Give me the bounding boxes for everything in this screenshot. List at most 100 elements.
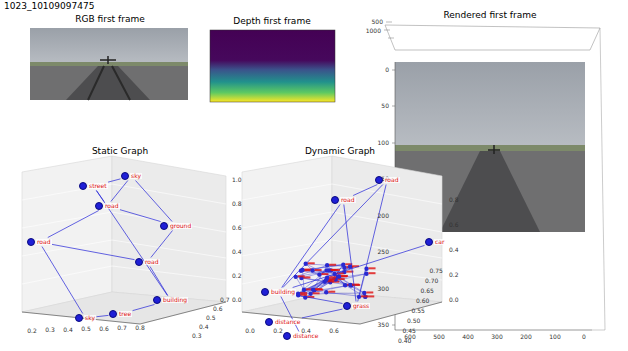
node-dot [153,296,161,304]
axis-tick: 300 [378,286,389,293]
axis-tick: 300 [491,334,502,341]
cluster-mark [315,269,322,271]
node-dot [160,222,168,230]
axis-tick: 0.75 [430,268,443,275]
static-axes [22,156,226,324]
cluster-edge [305,277,338,298]
node-dot [75,314,83,322]
axis-tick: 0.2 [27,328,37,335]
axis-tick: 0.4 [63,327,73,334]
graph-edge [150,267,168,296]
graph-node: sky [75,314,96,322]
axis-tick: 0.4 [449,247,459,254]
graph-node: street [79,182,108,190]
cluster-edge [303,265,344,270]
axis-tick: 0.3 [45,327,55,334]
cluster-dot [342,265,346,269]
graph-node: distance [265,318,301,326]
axis-tick: 500 [433,334,444,341]
graph-node: ground [160,222,192,230]
dynamic-axes [242,156,442,324]
figure-id: 1023_10109097475 [4,2,94,12]
graph-edge [281,297,299,332]
cluster-dot [348,283,352,287]
node-label: road [384,177,400,183]
graph-node: distance [283,332,319,340]
axis-tick: 0.50 [407,318,420,325]
graph-edge [344,205,356,302]
node-label: sky [130,173,142,179]
panel-title: Depth first frame [233,17,310,27]
axis-tick: 0.4 [199,324,209,331]
node-dot [343,302,351,310]
cluster-mark [369,272,376,274]
cluster-edge [298,285,350,294]
graph-node: road [375,176,400,184]
node-label: road [36,239,52,245]
cluster-dot [317,272,321,276]
graph-node: road [95,202,120,210]
depth-map [210,30,335,102]
graph-edge [96,315,108,316]
cluster-edge [301,265,343,271]
cluster-edge [314,280,326,290]
node-label: road [144,259,160,265]
axis-tick: 0.5 [206,315,216,322]
node-dot [261,288,269,296]
axis-tick: 0.0 [449,297,459,304]
cluster-mark [367,295,374,297]
axis-tick: 50 [381,103,389,110]
node-label: road [104,203,120,209]
axis-tick: 0.7 [117,325,127,332]
graph-edge [293,245,425,287]
axis-tick: 0.6 [213,306,223,313]
axis-tick: 500 [372,19,383,26]
cluster-dot [310,268,314,272]
axis-tick: 0.8 [232,201,242,208]
axis-tick: 0.60 [416,298,429,305]
cluster-dot [362,291,366,295]
cluster-mark [328,291,335,293]
graph-edge [42,247,83,314]
node-dot [79,182,87,190]
cluster-edge [306,264,365,293]
axis-tick: 0.7 [220,297,230,304]
graph-node: grass [343,302,370,310]
axis-tick: 0.6 [99,326,109,333]
node-label: distance [274,319,301,325]
graph-node: car [425,238,445,246]
axis-tick: 0.45 [403,328,416,335]
node-label: distance [292,333,319,339]
node-label: tree [118,311,132,317]
cluster-edge [303,270,304,290]
axis-tick: 0.2 [232,273,242,280]
graph-edge [135,181,172,222]
axis-tick: 100 [378,140,389,147]
axis-tick: 0.0 [232,297,242,304]
cluster-mark [361,295,368,297]
node-dot [425,238,433,246]
cluster-mark [341,275,348,277]
cluster-mark [315,288,322,290]
node-dot [95,202,103,210]
axis-tick: 0.6 [449,222,459,229]
axis-tick: 1000 [366,28,381,35]
node-label: road [340,197,356,203]
graph-node: road [135,258,160,266]
graph-node: tree [109,310,132,318]
panel-title: Static Graph [92,147,148,157]
cluster-mark [328,278,335,280]
graph-edge [151,231,173,258]
cluster-mark [308,262,315,264]
graph-node: building [153,296,188,304]
dense-node-cluster [294,262,376,300]
graph-edge [358,185,386,302]
axis-tick: 0.2 [449,272,459,279]
node-label: car [434,239,445,245]
axis-tick: 0.5 [81,326,91,333]
axis-tick: 0.3 [192,333,202,340]
graph-edge [302,309,343,318]
cluster-mark [329,264,336,266]
node-dot [331,196,339,204]
axis-tick: 0 [385,67,389,74]
